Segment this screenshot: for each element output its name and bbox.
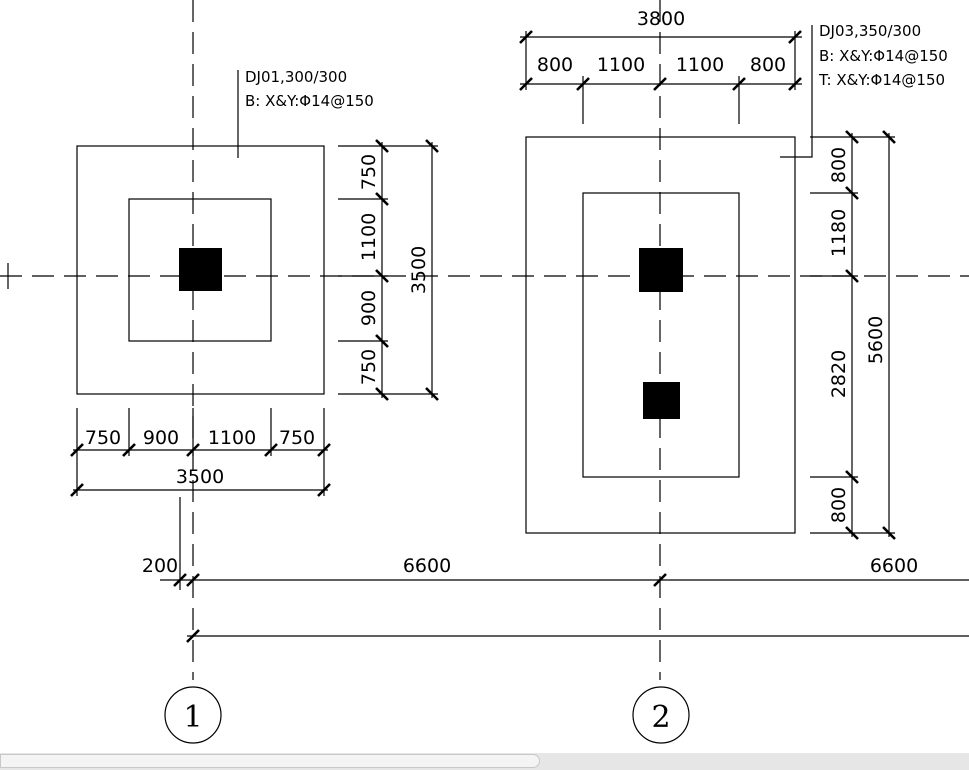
dj01-dim-vertical: 750 1100 900 750 3500 bbox=[338, 139, 439, 401]
dj03-column-1 bbox=[639, 248, 683, 292]
dj01-dim-h-2: 900 bbox=[143, 427, 179, 449]
dj03-dim-v-total: 5600 bbox=[865, 316, 887, 364]
dj03-dim-v-4: 800 bbox=[828, 487, 850, 523]
dj03-label: DJ03,350/300 bbox=[819, 22, 921, 40]
dj03-column-2 bbox=[643, 382, 680, 419]
dj01-dim-horizontal: 750 900 1100 750 3500 bbox=[70, 408, 331, 497]
dj01-dim-v-3: 900 bbox=[358, 290, 380, 326]
dj01-label: DJ01,300/300 bbox=[245, 68, 347, 86]
grid-bubble-1-label: 1 bbox=[183, 700, 202, 735]
dj03-dim-v-3: 2820 bbox=[828, 350, 850, 398]
dj01-outer-step bbox=[76, 145, 325, 395]
dj03-rebar-top: T: X&Y:Φ14@150 bbox=[818, 71, 945, 89]
dj03-dim-v-2: 1180 bbox=[828, 209, 850, 257]
grid-span-2-3: 6600 bbox=[870, 555, 918, 577]
dj03-dim-v-1: 800 bbox=[828, 147, 850, 183]
dj03-inner-step bbox=[582, 192, 740, 478]
dj03-dim-h-2: 1100 bbox=[597, 54, 645, 76]
dj01-column bbox=[179, 248, 222, 291]
dj01-dim-h-1: 750 bbox=[85, 427, 121, 449]
horizontal-scrollbar[interactable] bbox=[0, 753, 969, 770]
dj03-dim-h-total: 3800 bbox=[637, 8, 685, 30]
dj03-dim-h-4: 800 bbox=[750, 54, 786, 76]
dj03-dim-h-3: 1100 bbox=[676, 54, 724, 76]
dj01-inner-step bbox=[128, 198, 272, 342]
dj01-rebar-bottom: B: X&Y:Φ14@150 bbox=[245, 92, 374, 110]
dj03-rebar-bottom: B: X&Y:Φ14@150 bbox=[819, 47, 948, 65]
dj01-dim-v-2: 1100 bbox=[358, 213, 380, 261]
dj01-dim-v-4: 750 bbox=[358, 349, 380, 385]
dj03-dim-h-1: 800 bbox=[537, 54, 573, 76]
footing-dj01[interactable]: DJ01,300/300 B: X&Y:Φ14@150 750 900 1100… bbox=[70, 68, 439, 497]
dj01-dim-h-3: 1100 bbox=[208, 427, 256, 449]
horizontal-scrollbar-thumb[interactable] bbox=[0, 754, 540, 768]
dj03-leader bbox=[780, 25, 813, 158]
dj03-dim-horizontal: 3800 800 1100 1100 800 bbox=[519, 8, 802, 124]
grid-bubble-2-label: 2 bbox=[651, 700, 670, 735]
grid-dimensions: 200 6600 6600 bbox=[142, 497, 969, 643]
dj03-dim-vertical: 800 1180 2820 800 5600 bbox=[810, 130, 896, 540]
dj03-outer-step bbox=[525, 136, 796, 534]
grid-bubble-1[interactable]: 1 bbox=[164, 686, 222, 744]
grid-bubble-2[interactable]: 2 bbox=[632, 686, 690, 744]
dj01-dim-h-4: 750 bbox=[279, 427, 315, 449]
grid-offset-dim: 200 bbox=[142, 555, 178, 577]
dj01-dim-h-total: 3500 bbox=[176, 466, 224, 488]
grid-span-1-2: 6600 bbox=[403, 555, 451, 577]
footing-dj03[interactable]: DJ03,350/300 B: X&Y:Φ14@150 T: X&Y:Φ14@1… bbox=[519, 8, 948, 540]
dj01-dim-v-1: 750 bbox=[358, 154, 380, 190]
dj01-dim-v-total: 3500 bbox=[408, 246, 430, 294]
